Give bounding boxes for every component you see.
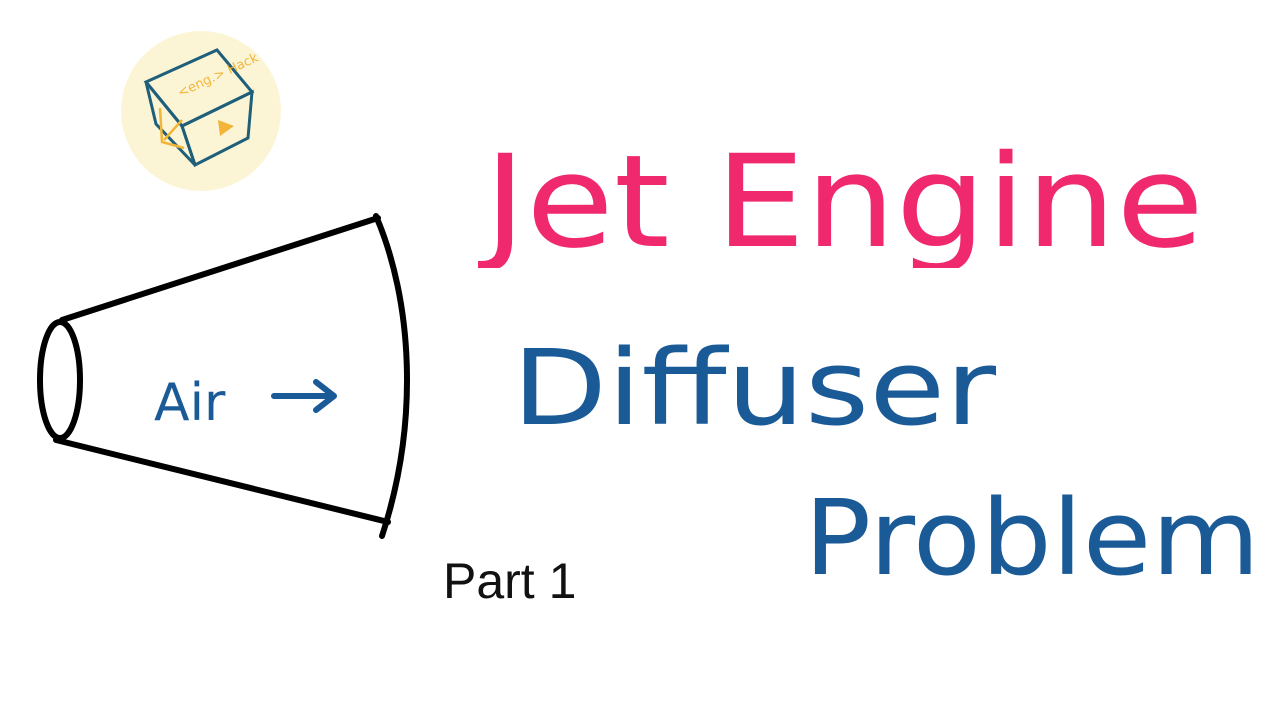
title-problem: Problem <box>804 477 1260 590</box>
logo-background <box>121 31 281 191</box>
title-line2-text: Diffuser <box>512 327 996 440</box>
title-jet-engine: Jet Engine <box>478 128 1204 268</box>
diffuser-diagram <box>37 213 410 539</box>
part-label: Part 1 <box>443 553 577 609</box>
air-text: Air <box>154 373 226 433</box>
enghack-logo: <eng.> Hack <box>121 31 281 191</box>
diffuser-bottom-wall <box>53 437 391 525</box>
diffuser-top-wall <box>59 215 381 323</box>
logo-play-icon <box>218 120 234 136</box>
title-diffuser: Diffuser <box>512 327 996 440</box>
logo-cube-right <box>180 89 254 168</box>
diffuser-inlet <box>37 319 83 441</box>
diffuser-outlet <box>373 213 410 539</box>
air-flow-label: Air <box>154 373 337 433</box>
air-arrow-icon <box>271 379 337 413</box>
logo-curve-icon <box>163 119 183 141</box>
title-line3-text: Problem <box>804 477 1260 590</box>
title-line1-text: Jet Engine <box>478 128 1204 268</box>
logo-axes-icon <box>158 107 185 150</box>
